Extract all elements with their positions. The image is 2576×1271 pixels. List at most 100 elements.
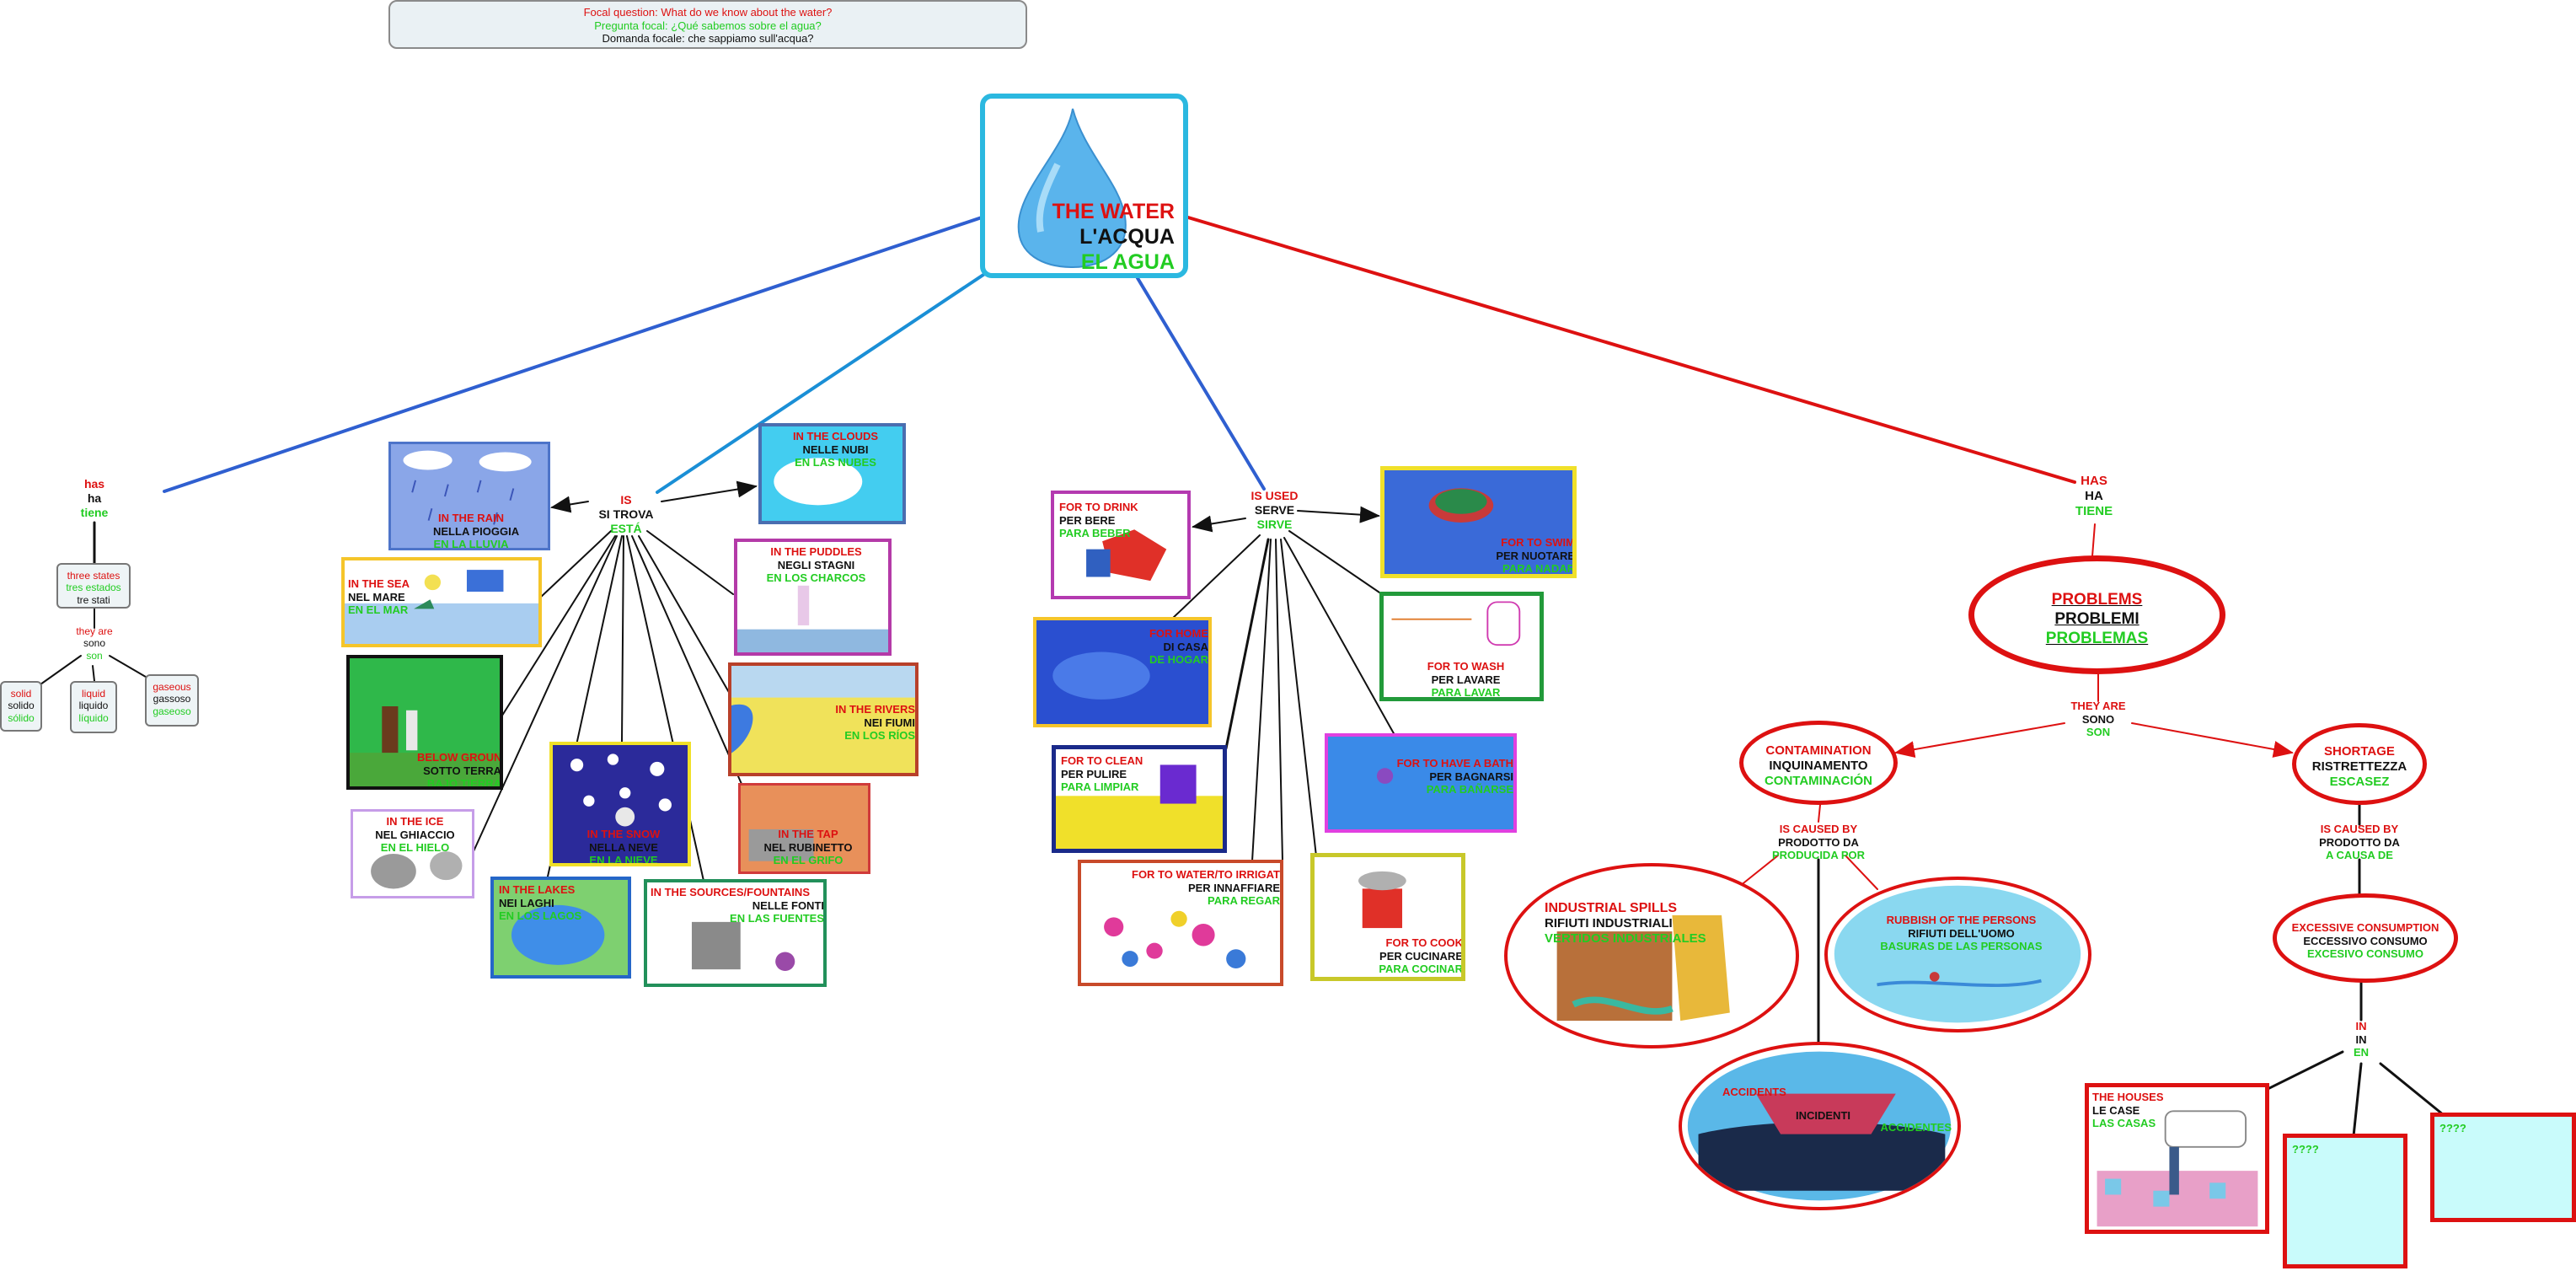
place-lakes-card[interactable]: IN THE LAKES NEI LAGHI EN LOS LAGOS	[490, 877, 631, 979]
contamination-en: CONTAMINATION	[1743, 743, 1893, 759]
link-text-es: TIENE	[2069, 504, 2119, 519]
use-drink-it: PER BERE	[1059, 514, 1138, 528]
place-below-ground-card[interactable]: BELOW GROUND SOTTO TERRA BAJO TIERRA	[346, 655, 503, 790]
link-text-it: SI TROVA	[588, 507, 664, 522]
main-title-en: THE WATER	[1052, 200, 1175, 224]
place-clouds-it: NELLE NUBI	[762, 443, 906, 457]
state-liquid-en: liquid	[72, 688, 115, 700]
use-bath-card[interactable]: FOR TO HAVE A BATH PER BAGNARSI PARA BAÑ…	[1325, 733, 1517, 833]
houses-card[interactable]: THE HOUSES LE CASE LAS CASAS	[2085, 1083, 2269, 1234]
place-rivers-card[interactable]: IN THE RIVERS NEI FIUMI EN LOS RÍOS	[728, 662, 918, 776]
place-ice-es: EN EL HIELO	[353, 841, 474, 855]
rubbish-es: BASURAS DE LAS PERSONAS	[1828, 940, 2091, 953]
place-tap-es: EN EL GRIFO	[758, 854, 859, 867]
unknown-card-2[interactable]: ????	[2430, 1113, 2576, 1222]
excessive-consumption-node[interactable]: EXCESSIVE CONSUMPTION ECCESSIVO CONSUMO …	[2273, 893, 2458, 983]
state-gaseous-box[interactable]: gaseous gassoso gaseoso	[145, 674, 199, 727]
link-text-it: sono	[61, 637, 128, 649]
place-puddles-card[interactable]: IN THE PUDDLES NEGLI STAGNI EN LOS CHARC…	[734, 539, 892, 656]
three-states-box[interactable]: three states tres estados tre stati	[56, 563, 131, 609]
place-puddles-it: NEGLI STAGNI	[737, 559, 892, 572]
link-text-en: has	[74, 477, 115, 491]
main-title-it: L'ACQUA	[1079, 225, 1175, 249]
link-text-es: SIRVE	[1239, 518, 1310, 532]
link-text-en: IS CAUSED BY	[1761, 823, 1876, 836]
three-states-es: tres estados	[58, 582, 129, 593]
use-wash-card[interactable]: FOR TO WASH PER LAVARE PARA LAVAR	[1379, 592, 1544, 701]
industrial-spills-node[interactable]: INDUSTRIAL SPILLS RIFIUTI INDUSTRIALI VE…	[1504, 863, 1799, 1048]
use-drink-card[interactable]: FOR TO DRINK PER BERE PARA BEBER	[1051, 491, 1191, 599]
use-cook-card[interactable]: FOR TO COOK PER CUCINARE PARA COCINAR	[1310, 853, 1465, 981]
accidents-node[interactable]: ACCIDENTS INCIDENTI ACCIDENTES	[1679, 1042, 1961, 1210]
problems-node[interactable]: PROBLEMS PROBLEMI PROBLEMAS	[1968, 555, 2225, 674]
place-rain-card[interactable]: IN THE RAIN NELLA PIOGGIA EN LA LLUVIA	[388, 442, 550, 550]
rubbish-node[interactable]: RUBBISH OF THE PERSONS RIFIUTI DELL'UOMO…	[1824, 877, 2091, 1032]
place-ice-card[interactable]: IN THE ICE NEL GHIACCIO EN EL HIELO	[351, 809, 474, 898]
focal-question-en: Focal question: What do we know about th…	[390, 6, 1026, 19]
place-sea-en: IN THE SEA	[348, 577, 410, 591]
place-sea-card[interactable]: IN THE SEA NEL MARE EN EL MAR	[341, 557, 542, 647]
three-states-it: tre stati	[58, 594, 129, 606]
place-rivers-en: IN THE RIVERS	[816, 703, 915, 716]
use-bath-es: PARA BAÑARSE	[1379, 783, 1513, 796]
state-solid-es: sólido	[2, 712, 40, 724]
main-concept-water[interactable]: THE WATER L'ACQUA EL AGUA	[980, 94, 1188, 278]
place-ice-en: IN THE ICE	[353, 815, 474, 829]
use-irrigate-it: PER INNAFFIARE	[1132, 882, 1280, 895]
link-text-en: IS	[588, 493, 664, 507]
use-irrigate-es: PARA REGAR	[1132, 894, 1280, 908]
use-irrigate-card[interactable]: FOR TO WATER/TO IRRIGATE PER INNAFFIARE …	[1078, 860, 1283, 986]
link-text-es: ESTÁ	[588, 522, 664, 536]
use-home-card[interactable]: FOR HOME DI CASA DE HOGAR	[1033, 617, 1212, 727]
state-gaseous-es: gaseoso	[147, 705, 197, 717]
unknown-card-1[interactable]: ????	[2283, 1134, 2407, 1268]
state-liquid-box[interactable]: liquid liquido líquido	[70, 681, 117, 733]
place-sea-it: NEL MARE	[348, 591, 410, 604]
contamination-node[interactable]: CONTAMINATION INQUINAMENTO CONTAMINACIÓN	[1739, 721, 1898, 805]
use-clean-card[interactable]: FOR TO CLEAN PER PULIRE PARA LIMPIAR	[1052, 745, 1227, 853]
place-clouds-card[interactable]: IN THE CLOUDS NELLE NUBI EN LAS NUBES	[758, 423, 906, 524]
place-tap-card[interactable]: IN THE TAP NEL RUBINETTO EN EL GRIFO	[738, 783, 870, 874]
place-sources-card[interactable]: IN THE SOURCES/FOUNTAINS NELLE FONTI EN …	[644, 879, 827, 987]
shortage-node[interactable]: SHORTAGE RISTRETTEZZA ESCASEZ	[2292, 723, 2427, 805]
state-liquid-it: liquido	[72, 700, 115, 711]
link-text-en: they are	[61, 625, 128, 637]
use-swim-card[interactable]: FOR TO SWIM PER NUOTARE PARA NADAR	[1380, 466, 1577, 578]
link-text-en: IS USED	[1239, 489, 1310, 503]
use-clean-it: PER PULIRE	[1061, 768, 1143, 781]
link-text-it: SONO	[2065, 713, 2132, 727]
place-clouds-es: EN LAS NUBES	[762, 456, 906, 469]
state-gaseous-it: gassoso	[147, 693, 197, 705]
use-bath-it: PER BAGNARSI	[1379, 770, 1513, 784]
place-snow-it: NELLA NEVE	[553, 841, 691, 855]
rubbish-it: RIFIUTI DELL'UOMO	[1828, 927, 2091, 941]
place-lakes-en: IN THE LAKES	[499, 883, 581, 897]
use-clean-en: FOR TO CLEAN	[1061, 754, 1143, 768]
place-rain-es: EN LA LLUVIA	[433, 538, 509, 550]
contamination-es: CONTAMINACIÓN	[1743, 774, 1893, 789]
link-text-es: A CAUSA DE	[2305, 849, 2414, 862]
state-solid-it: solido	[2, 700, 40, 711]
place-clouds-en: IN THE CLOUDS	[762, 430, 906, 443]
link-text-es: EN	[2343, 1046, 2380, 1059]
link-is-used: IS USED SERVE SIRVE	[1239, 489, 1310, 531]
place-tap-en: IN THE TAP	[758, 828, 859, 841]
accidents-es: ACCIDENTES	[1850, 1121, 1952, 1134]
focal-question-it: Domanda focale: che sappiamo sull'acqua?	[390, 32, 1026, 46]
rubbish-en: RUBBISH OF THE PERSONS	[1828, 914, 2091, 927]
houses-es: LAS CASAS	[2092, 1117, 2164, 1130]
state-solid-box[interactable]: solid solido sólido	[0, 681, 42, 732]
houses-en: THE HOUSES	[2092, 1091, 2164, 1104]
use-irrigate-en: FOR TO WATER/TO IRRIGATE	[1132, 868, 1280, 882]
place-rain-it: NELLA PIOGGIA	[433, 525, 509, 539]
link-text-es: PRODUCIDA POR	[1761, 849, 1876, 862]
link-text-it: HA	[2069, 489, 2119, 504]
place-below-ground-es: BAJO TIERRA	[417, 777, 501, 790]
link-text-en: HAS	[2069, 474, 2119, 489]
place-snow-card[interactable]: IN THE SNOW NELLA NEVE EN LA NIEVE	[549, 742, 691, 866]
shortage-es: ESCASEZ	[2296, 775, 2423, 790]
state-liquid-es: líquido	[72, 712, 115, 724]
accidents-en: ACCIDENTS	[1722, 1086, 1786, 1099]
use-home-en: FOR HOME	[1138, 627, 1208, 641]
place-below-ground-it: SOTTO TERRA	[417, 764, 501, 778]
